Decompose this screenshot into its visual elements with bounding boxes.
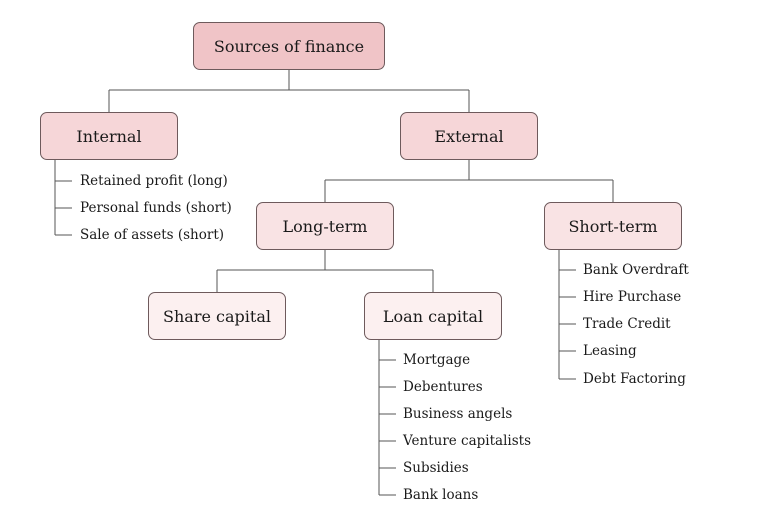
node-short-term: Short-term: [544, 202, 682, 250]
node-external-label: External: [434, 126, 504, 146]
list-item-trade-credit: Trade Credit: [583, 316, 671, 332]
node-share-capital-label: Share capital: [163, 306, 271, 326]
node-internal: Internal: [40, 112, 178, 160]
list-item-sale-of-assets: Sale of assets (short): [80, 227, 225, 243]
root-node-sources-of-finance: Sources of finance: [193, 22, 385, 70]
node-internal-label: Internal: [76, 126, 142, 146]
node-long-term-label: Long-term: [282, 216, 368, 236]
list-item-debt-factoring: Debt Factoring: [583, 371, 686, 387]
list-item-venture-capitalists: Venture capitalists: [403, 433, 532, 449]
list-item-mortgage: Mortgage: [403, 352, 471, 368]
list-item-hire-purchase: Hire Purchase: [583, 289, 682, 305]
list-item-personal-funds: Personal funds (short): [80, 200, 232, 216]
root-node-label: Sources of finance: [213, 36, 365, 56]
list-item-bank-overdraft: Bank Overdraft: [583, 262, 689, 278]
node-short-term-label: Short-term: [568, 216, 658, 236]
list-item-business-angels: Business angels: [403, 406, 513, 422]
list-item-debentures: Debentures: [403, 379, 483, 395]
list-item-retained-profit: Retained profit (long): [80, 173, 228, 189]
node-loan-capital: Loan capital: [364, 292, 502, 340]
node-long-term: Long-term: [256, 202, 394, 250]
list-item-subsidies: Subsidies: [403, 460, 469, 476]
list-item-leasing: Leasing: [583, 343, 637, 359]
node-external: External: [400, 112, 538, 160]
list-item-bank-loans: Bank loans: [403, 487, 479, 503]
node-share-capital: Share capital: [148, 292, 286, 340]
node-loan-capital-label: Loan capital: [382, 306, 484, 326]
